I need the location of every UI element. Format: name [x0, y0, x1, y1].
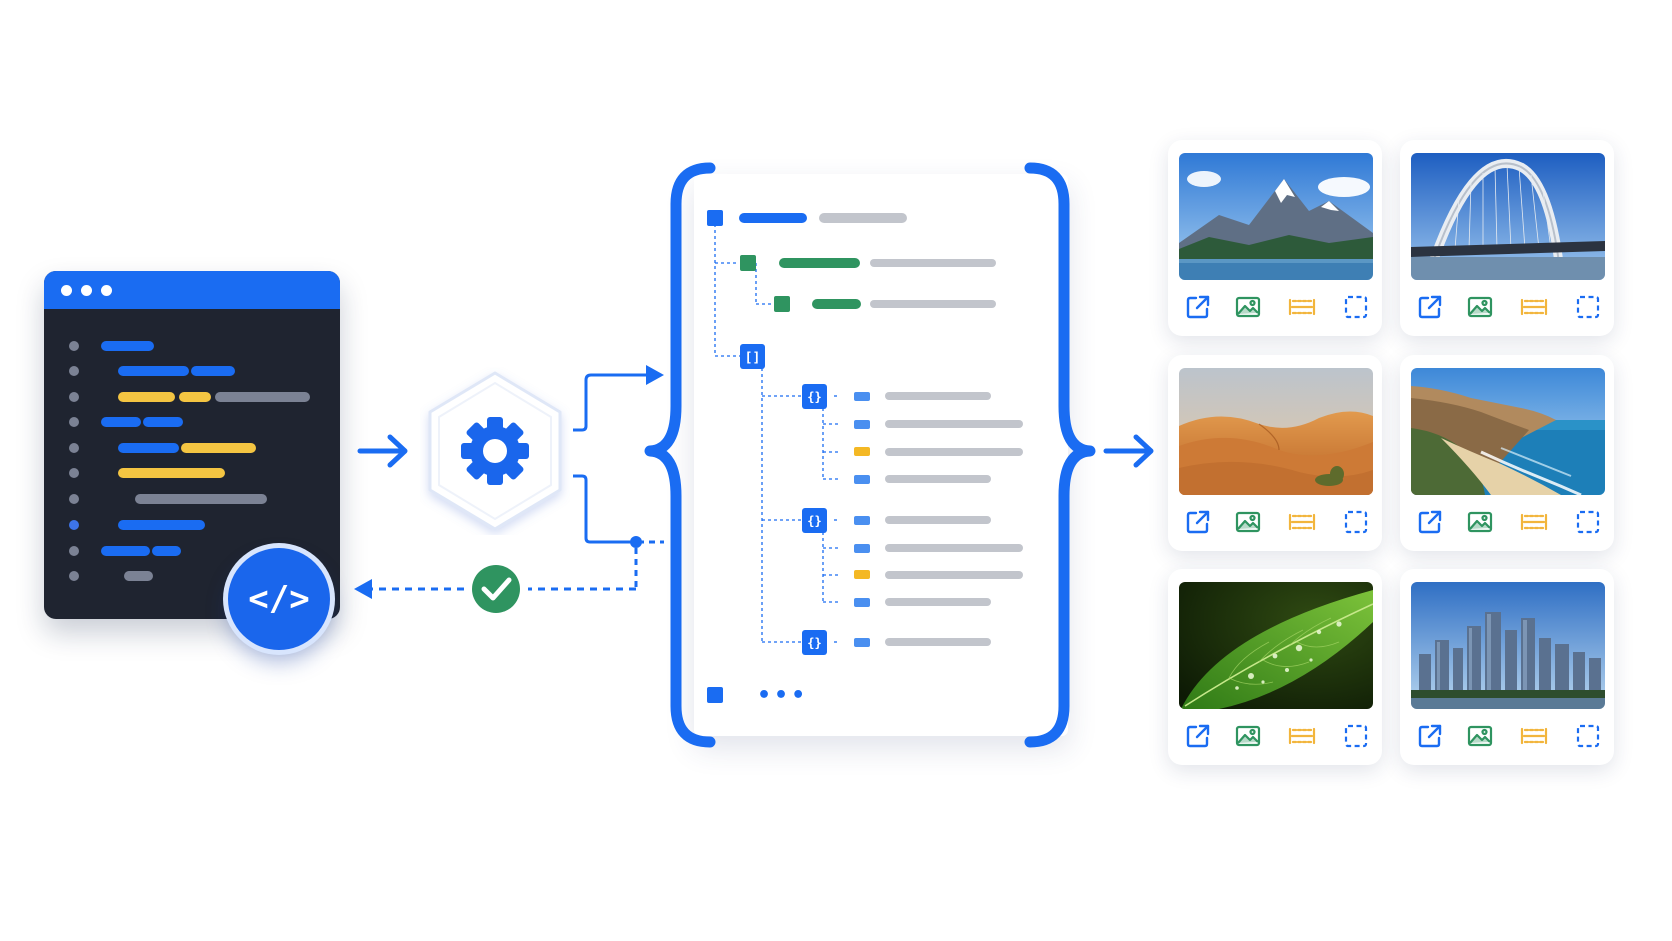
- tree-connectors: [714, 218, 839, 643]
- line-marker: [69, 366, 79, 376]
- image-thumbnail-mountain[interactable]: [1179, 153, 1373, 280]
- window-dot: [101, 285, 112, 296]
- image-icon[interactable]: [1466, 508, 1494, 536]
- resize-width-icon[interactable]: [1520, 722, 1548, 750]
- right-brace-icon: [1024, 162, 1096, 748]
- image-card[interactable]: [1400, 140, 1614, 336]
- image-card[interactable]: [1168, 569, 1382, 765]
- crop-select-icon[interactable]: [1574, 293, 1602, 321]
- image-card[interactable]: [1400, 569, 1614, 765]
- crop-select-icon[interactable]: [1574, 508, 1602, 536]
- line-marker: [69, 341, 79, 351]
- field-marker: [854, 638, 870, 647]
- line-marker: [69, 392, 79, 402]
- field-marker: [854, 392, 870, 401]
- arrow-right-icon: [357, 434, 408, 468]
- object-node-icon: [802, 384, 827, 409]
- card-toolbar: [1168, 722, 1382, 752]
- image-thumbnail-bridge[interactable]: [1411, 153, 1605, 280]
- json-document: [] {} {} {} •••: [694, 174, 1068, 736]
- line-marker: [69, 417, 79, 427]
- image-thumbnail-coast[interactable]: [1411, 368, 1605, 495]
- gear-icon: [461, 417, 529, 485]
- arrow-right-icon: [1103, 434, 1154, 468]
- image-icon[interactable]: [1466, 722, 1494, 750]
- object-node-label: {}: [807, 390, 821, 404]
- card-toolbar: [1168, 508, 1382, 538]
- line-marker: [69, 443, 79, 453]
- image-icon[interactable]: [1234, 722, 1262, 750]
- arrow-left-icon: [354, 579, 372, 599]
- line-marker: [69, 494, 79, 504]
- tree-node-root: [707, 210, 723, 226]
- window-dot: [61, 285, 72, 296]
- field-marker: [854, 544, 870, 553]
- field-marker: [854, 447, 870, 456]
- flow-line-to-document: [573, 365, 664, 432]
- window-dot: [81, 285, 92, 296]
- open-external-icon[interactable]: [1416, 722, 1444, 750]
- line-marker: [69, 468, 79, 478]
- object-node-label: {}: [807, 514, 821, 528]
- card-toolbar: [1400, 722, 1614, 752]
- object-node-label: {}: [807, 636, 821, 650]
- array-node-icon: [740, 344, 765, 369]
- crop-select-icon[interactable]: [1342, 722, 1370, 750]
- editor-title-bar: [44, 271, 340, 309]
- code-lines: [69, 341, 310, 581]
- crop-select-icon[interactable]: [1342, 293, 1370, 321]
- code-editor-window: [44, 271, 340, 619]
- json-braces: [644, 162, 1096, 748]
- resize-width-icon[interactable]: [1288, 722, 1316, 750]
- gear-processor-icon: [428, 371, 562, 531]
- tree-node: [774, 296, 790, 312]
- card-toolbar: [1400, 508, 1614, 538]
- code-badge-icon: </>: [228, 548, 330, 650]
- image-thumbnail-city[interactable]: [1411, 582, 1605, 709]
- image-thumbnail-leaf[interactable]: [1179, 582, 1373, 709]
- ellipsis-more: •••: [757, 683, 808, 708]
- check-success-icon: [472, 565, 520, 613]
- image-icon[interactable]: [1466, 293, 1494, 321]
- image-card[interactable]: [1400, 355, 1614, 551]
- open-external-icon[interactable]: [1184, 508, 1212, 536]
- array-node-label: []: [745, 351, 761, 366]
- resize-width-icon[interactable]: [1288, 293, 1316, 321]
- field-marker: [854, 570, 870, 579]
- image-card[interactable]: [1168, 140, 1382, 336]
- image-icon[interactable]: [1234, 293, 1262, 321]
- open-external-icon[interactable]: [1184, 722, 1212, 750]
- field-marker: [854, 475, 870, 484]
- crop-select-icon[interactable]: [1574, 722, 1602, 750]
- flow-line-validation: [354, 474, 664, 599]
- line-marker: [69, 571, 79, 581]
- crop-select-icon[interactable]: [1342, 508, 1370, 536]
- field-marker: [854, 420, 870, 429]
- tree-node: [740, 255, 756, 271]
- open-external-icon[interactable]: [1184, 293, 1212, 321]
- object-node-icon: [802, 630, 827, 655]
- line-marker-active: [69, 520, 79, 530]
- card-toolbar: [1168, 293, 1382, 323]
- open-external-icon[interactable]: [1416, 293, 1444, 321]
- resize-width-icon[interactable]: [1520, 293, 1548, 321]
- field-marker: [854, 598, 870, 607]
- image-icon[interactable]: [1234, 508, 1262, 536]
- tree-node-end: [707, 687, 723, 703]
- field-marker: [854, 516, 870, 525]
- code-badge-label: </>: [248, 579, 310, 619]
- resize-width-icon[interactable]: [1520, 508, 1548, 536]
- card-toolbar: [1400, 293, 1614, 323]
- resize-width-icon[interactable]: [1288, 508, 1316, 536]
- line-marker: [69, 546, 79, 556]
- object-node-icon: [802, 508, 827, 533]
- image-card[interactable]: [1168, 355, 1382, 551]
- json-tree: [] {} {} {} •••: [707, 210, 1023, 708]
- open-external-icon[interactable]: [1416, 508, 1444, 536]
- image-thumbnail-desert[interactable]: [1179, 368, 1373, 495]
- left-brace-icon: [644, 162, 716, 748]
